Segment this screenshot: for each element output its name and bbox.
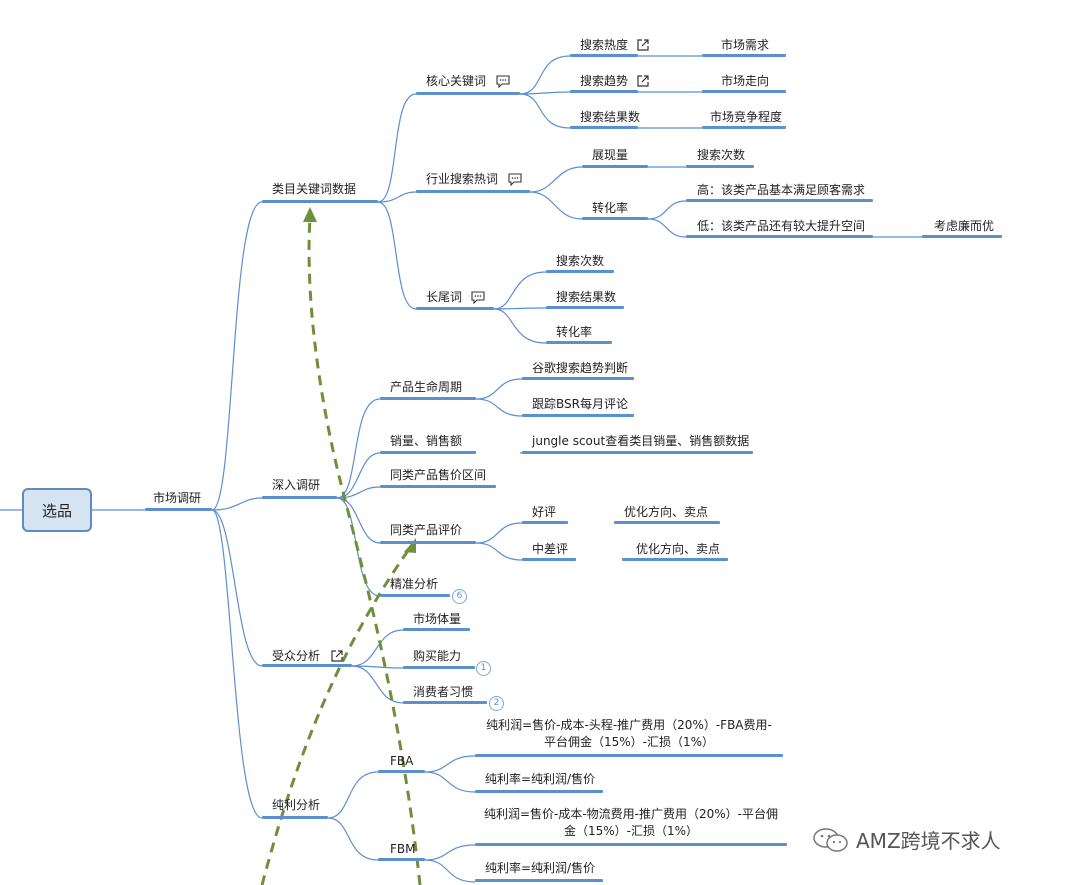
node-longtail[interactable]: 长尾词 [426,290,463,304]
node-good-review[interactable]: 好评 [532,505,557,519]
formula-line: 纯利润=售价-成本-头程-推广费用（20%）-FBA费用- [486,718,772,732]
node-market-trend[interactable]: 市场走向 [721,74,770,88]
node-precise[interactable]: 精准分析 [390,577,439,591]
external-link-icon[interactable] [330,649,344,663]
root-node[interactable]: 选品 [22,488,92,532]
external-link-icon[interactable] [636,38,650,52]
comment-icon[interactable] [496,74,510,88]
count-badge[interactable]: 6 [452,589,467,604]
node-category-keywords[interactable]: 类目关键词数据 [272,182,357,196]
node-price-range[interactable]: 同类产品售价区间 [390,468,487,482]
node-market-research[interactable]: 市场调研 [153,491,202,505]
node-market-demand[interactable]: 市场需求 [721,38,770,52]
node-lt-result-count[interactable]: 搜索结果数 [556,290,617,304]
node-lifecycle[interactable]: 产品生命周期 [390,380,463,394]
node-sales[interactable]: 销量、销售额 [390,434,463,448]
node-jungle-scout[interactable]: jungle scout查看类目销量、销售额数据 [532,434,750,448]
node-good-opt[interactable]: 优化方向、卖点 [624,505,709,519]
node-search-trend[interactable]: 搜索趋势 [580,74,629,88]
formula-line: 纯利润=售价-成本-物流费用-推广费用（20%）-平台佣 [483,807,779,821]
external-link-icon[interactable] [636,74,650,88]
node-net-profit[interactable]: 纯利分析 [272,798,321,812]
node-lt-conversion[interactable]: 转化率 [556,325,593,339]
comment-icon[interactable] [471,290,485,304]
formula-line: 金（15%）-汇损（1%） [563,824,699,838]
node-conversion-rate[interactable]: 转化率 [592,201,629,215]
node-bad-opt[interactable]: 优化方向、卖点 [636,542,721,556]
node-consumer-habit[interactable]: 消费者习惯 [413,685,474,699]
node-bad-review[interactable]: 中差评 [532,542,569,556]
node-fbm[interactable]: FBM [390,842,416,856]
count-badge[interactable]: 1 [476,661,491,676]
node-google-trend[interactable]: 谷歌搜索趋势判断 [532,361,629,375]
node-search-times[interactable]: 搜索次数 [697,148,746,162]
node-impressions[interactable]: 展现量 [592,148,629,162]
node-market-competition[interactable]: 市场竞争程度 [710,110,783,124]
dashed-curve-diag [260,544,414,885]
node-fbm-formula[interactable]: 纯利润=售价-成本-物流费用-推广费用（20%）-平台佣 金（15%）-汇损（1… [475,806,787,840]
node-low[interactable]: 低：该类产品还有较大提升空间 [697,219,866,233]
count-badge[interactable]: 2 [489,696,504,711]
comment-icon[interactable] [508,172,522,186]
node-fba-formula[interactable]: 纯利润=售价-成本-头程-推广费用（20%）-FBA费用- 平台佣金（15%）-… [475,717,783,751]
arrow-up-icon [303,207,317,222]
node-result-count[interactable]: 搜索结果数 [580,110,641,124]
node-deep-research[interactable]: 深入调研 [272,478,321,492]
node-core-keyword[interactable]: 核心关键词 [426,74,487,88]
node-bsr[interactable]: 跟踪BSR每月评论 [532,397,628,411]
node-industry-keywords[interactable]: 行业搜索热词 [426,172,499,186]
wechat-icon [813,827,848,852]
node-high[interactable]: 高：该类产品基本满足顾客需求 [697,183,866,197]
node-reviews[interactable]: 同类产品评价 [390,523,463,537]
node-fba[interactable]: FBA [390,754,414,768]
node-market-size[interactable]: 市场体量 [413,612,462,626]
node-audience[interactable]: 受众分析 [272,649,321,663]
watermark: AMZ跨境不求人 [812,825,1001,854]
formula-line: 平台佣金（15%）-汇损（1%） [543,735,715,749]
node-purchasing-power[interactable]: 购买能力 [413,649,462,663]
dashed-curve-up [307,217,422,885]
node-cheap-quality[interactable]: 考虑廉而优 [934,219,995,233]
node-lt-search-times[interactable]: 搜索次数 [556,254,605,268]
watermark-text: AMZ跨境不求人 [856,829,1001,853]
node-fbm-rate[interactable]: 纯利率=纯利润/售价 [485,861,596,875]
node-fba-rate[interactable]: 纯利率=纯利润/售价 [485,772,596,786]
node-search-heat[interactable]: 搜索热度 [580,38,629,52]
